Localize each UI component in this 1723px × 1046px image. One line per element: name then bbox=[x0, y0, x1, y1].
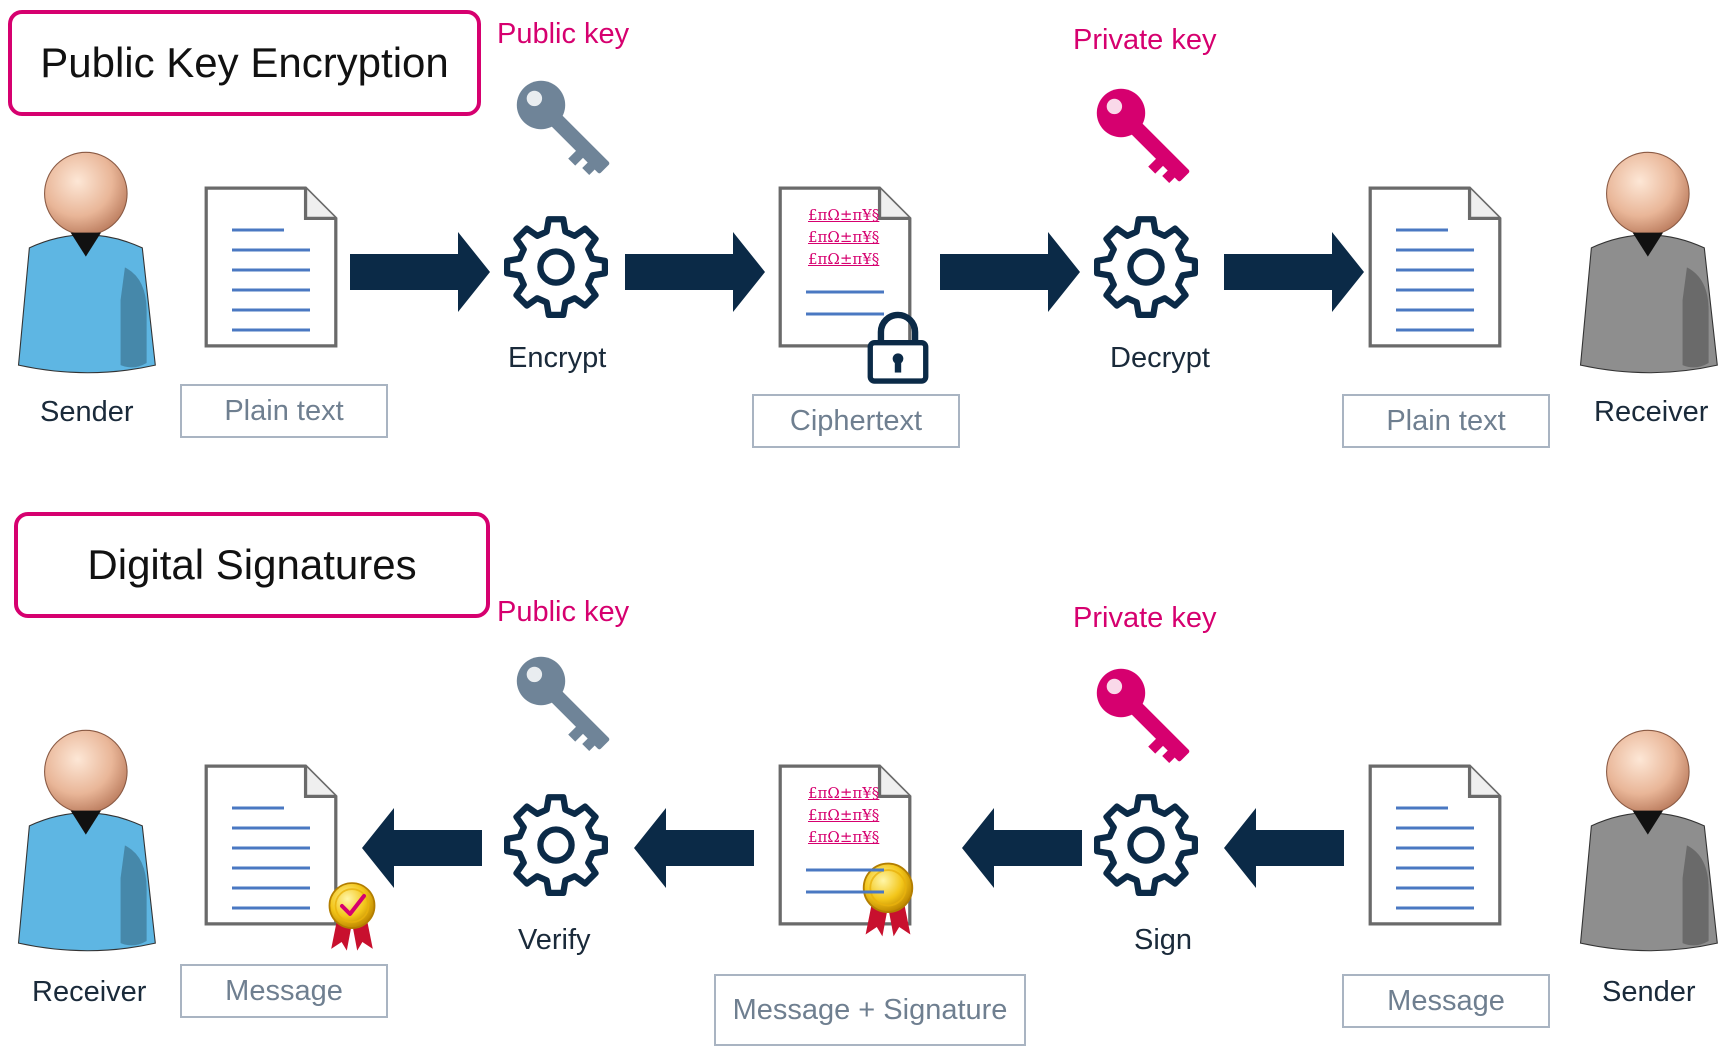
verify-gear-icon bbox=[504, 792, 608, 896]
ciphertext-label: Ciphertext bbox=[752, 394, 960, 448]
sign-gear-icon bbox=[1094, 792, 1198, 896]
message-right-label: Message bbox=[1342, 974, 1550, 1028]
document-text-lines bbox=[232, 228, 310, 332]
arrow-right-icon bbox=[625, 232, 765, 312]
cipher-text-line: £πΩ±π¥§ bbox=[808, 206, 880, 224]
public-key-label: Public key bbox=[497, 18, 630, 50]
sender-label: Sender bbox=[40, 396, 134, 428]
arrow-left-icon bbox=[634, 808, 754, 888]
arrow-right-icon bbox=[940, 232, 1080, 312]
public-key-label: Public key bbox=[497, 596, 630, 628]
sender-user-icon bbox=[12, 148, 164, 376]
decrypt-gear-icon bbox=[1094, 214, 1198, 318]
receiver-label: Receiver bbox=[1594, 396, 1709, 428]
receiver-label: Receiver bbox=[32, 976, 147, 1008]
cipher-text-line: £πΩ±π¥§ bbox=[808, 784, 880, 802]
cipher-text-line: £πΩ±π¥§ bbox=[808, 250, 880, 268]
private-key-icon bbox=[1088, 660, 1198, 770]
receiver-user-icon bbox=[1574, 148, 1723, 376]
private-key-label: Private key bbox=[1073, 24, 1217, 56]
signatures-title: Digital Signatures bbox=[14, 512, 490, 618]
verify-label: Verify bbox=[518, 924, 591, 956]
document-text-lines bbox=[232, 806, 310, 910]
document-text-lines bbox=[1396, 806, 1474, 910]
arrow-left-icon bbox=[962, 808, 1082, 888]
document-text-lines bbox=[806, 868, 884, 894]
encrypt-gear-icon bbox=[504, 214, 608, 318]
document-text-lines bbox=[1396, 228, 1474, 332]
plain-text-left-label: Plain text bbox=[180, 384, 388, 438]
public-key-icon bbox=[508, 72, 618, 182]
cipher-text-line: £πΩ±π¥§ bbox=[808, 828, 880, 846]
sender-label: Sender bbox=[1602, 976, 1696, 1008]
document-text-lines bbox=[806, 290, 884, 316]
checkmark-icon bbox=[340, 894, 366, 916]
arrow-right-icon bbox=[350, 232, 490, 312]
cipher-text-line: £πΩ±π¥§ bbox=[808, 228, 880, 246]
receiver-user-icon bbox=[12, 726, 164, 954]
private-key-icon bbox=[1088, 80, 1198, 190]
plain-text-right-label: Plain text bbox=[1342, 394, 1550, 448]
sender-user-icon bbox=[1574, 726, 1723, 954]
sign-label: Sign bbox=[1134, 924, 1193, 956]
message-left-label: Message bbox=[180, 964, 388, 1018]
encrypt-label: Encrypt bbox=[508, 342, 607, 374]
arrow-left-icon bbox=[362, 808, 482, 888]
private-key-label: Private key bbox=[1073, 602, 1217, 634]
arrow-left-icon bbox=[1224, 808, 1344, 888]
message-signature-label: Message + Signature bbox=[714, 974, 1026, 1046]
public-key-icon bbox=[508, 648, 618, 758]
encryption-title: Public Key Encryption bbox=[8, 10, 481, 116]
cipher-text-line: £πΩ±π¥§ bbox=[808, 806, 880, 824]
arrow-right-icon bbox=[1224, 232, 1364, 312]
decrypt-label: Decrypt bbox=[1110, 342, 1210, 374]
